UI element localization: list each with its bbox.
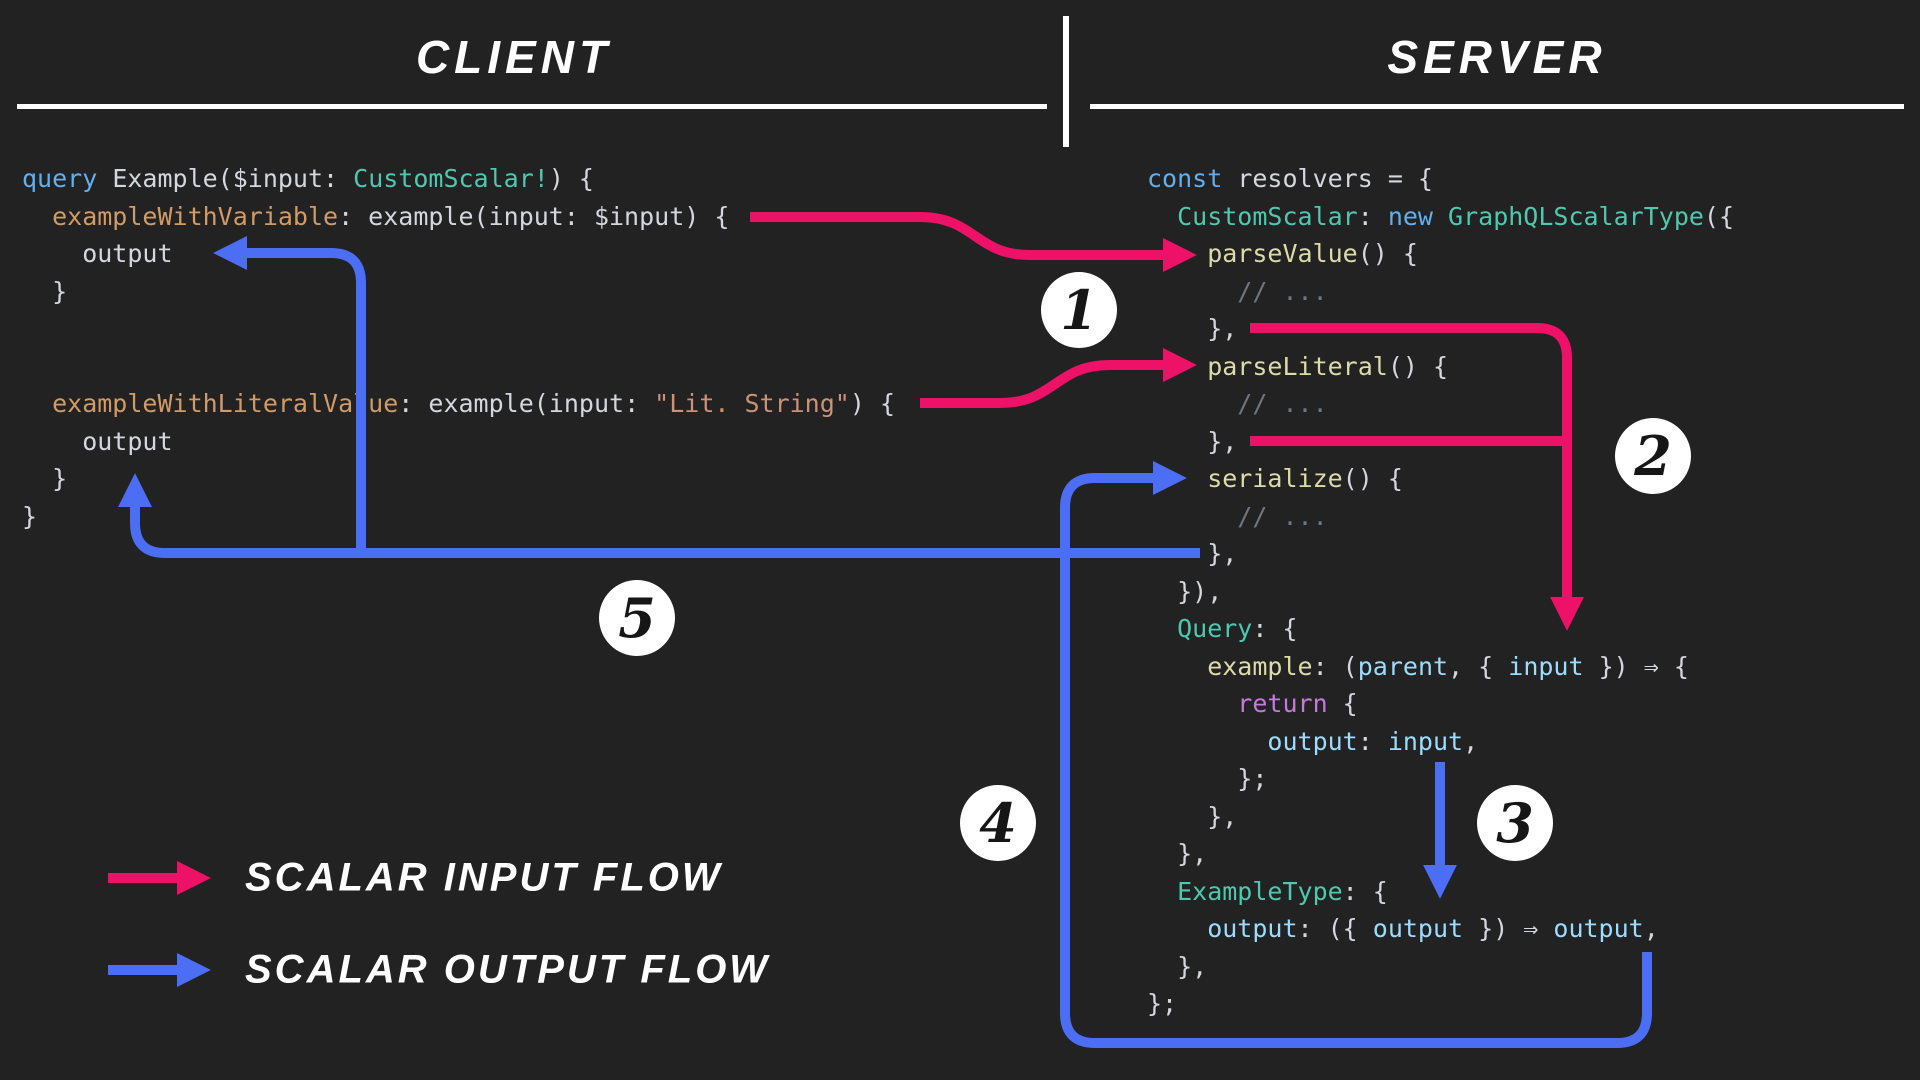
code-line bbox=[22, 310, 895, 348]
step-badge-5: 5 bbox=[599, 580, 675, 656]
code-line: query Example($input: CustomScalar!) { bbox=[22, 164, 594, 193]
code-line: }), bbox=[1147, 576, 1223, 606]
code-line: exampleWithLiteralValue: example(input: … bbox=[22, 389, 895, 418]
code-line: // ... bbox=[1147, 389, 1328, 418]
step-badge-4: 4 bbox=[960, 785, 1036, 861]
server-header: SERVER bbox=[1387, 31, 1607, 83]
code-line: example: (parent, { input }) ⇒ { bbox=[1147, 651, 1689, 681]
code-line: }, bbox=[1147, 801, 1238, 831]
step-badge-3: 3 bbox=[1477, 785, 1553, 861]
code-line: output bbox=[22, 239, 173, 268]
code-line: output: input, bbox=[1147, 726, 1479, 756]
code-line: }, bbox=[1147, 539, 1238, 568]
step-badge-1: 1 bbox=[1041, 272, 1117, 348]
code-line: parseValue() { bbox=[1147, 239, 1418, 268]
step-badge-2: 2 bbox=[1615, 418, 1691, 494]
code-line: }, bbox=[1147, 314, 1238, 343]
code-line: exampleWithVariable: example(input: $inp… bbox=[22, 201, 730, 231]
code-line bbox=[22, 348, 895, 386]
code-line: } bbox=[22, 464, 68, 493]
code-line: CustomScalar: new GraphQLScalarType({ bbox=[1147, 201, 1735, 231]
server-resolvers-code: const resolvers = { CustomScalar: new Gr… bbox=[1147, 160, 1734, 1023]
client-query-code: query Example($input: CustomScalar!) { e… bbox=[22, 160, 895, 535]
code-line: parseLiteral() { bbox=[1147, 351, 1449, 381]
code-line: const resolvers = { bbox=[1147, 164, 1433, 193]
arrow-literal-to-parseliteral bbox=[920, 347, 1197, 408]
code-line: }; bbox=[1147, 764, 1268, 793]
column-divider bbox=[1063, 16, 1069, 147]
legend-input-label: SCALAR INPUT FLOW bbox=[245, 855, 723, 900]
server-underline bbox=[1090, 104, 1904, 109]
code-line: Query: { bbox=[1147, 614, 1298, 643]
code-line: }, bbox=[1147, 839, 1208, 868]
code-line: }, bbox=[1147, 951, 1208, 981]
code-line: return { bbox=[1147, 689, 1358, 718]
client-underline bbox=[17, 104, 1047, 109]
code-line: output: ({ output }) ⇒ output, bbox=[1147, 914, 1659, 943]
code-line: } bbox=[22, 501, 38, 531]
client-header: CLIENT bbox=[415, 31, 613, 83]
code-line: }; bbox=[1147, 989, 1178, 1018]
code-line: }, bbox=[1147, 426, 1238, 456]
code-line: output bbox=[22, 426, 173, 456]
code-line: } bbox=[22, 276, 68, 306]
code-line: ExampleType: { bbox=[1147, 876, 1388, 906]
legend-output-label: SCALAR OUTPUT FLOW bbox=[245, 947, 771, 992]
code-line: // ... bbox=[1147, 276, 1328, 306]
code-line: // ... bbox=[1147, 501, 1328, 531]
